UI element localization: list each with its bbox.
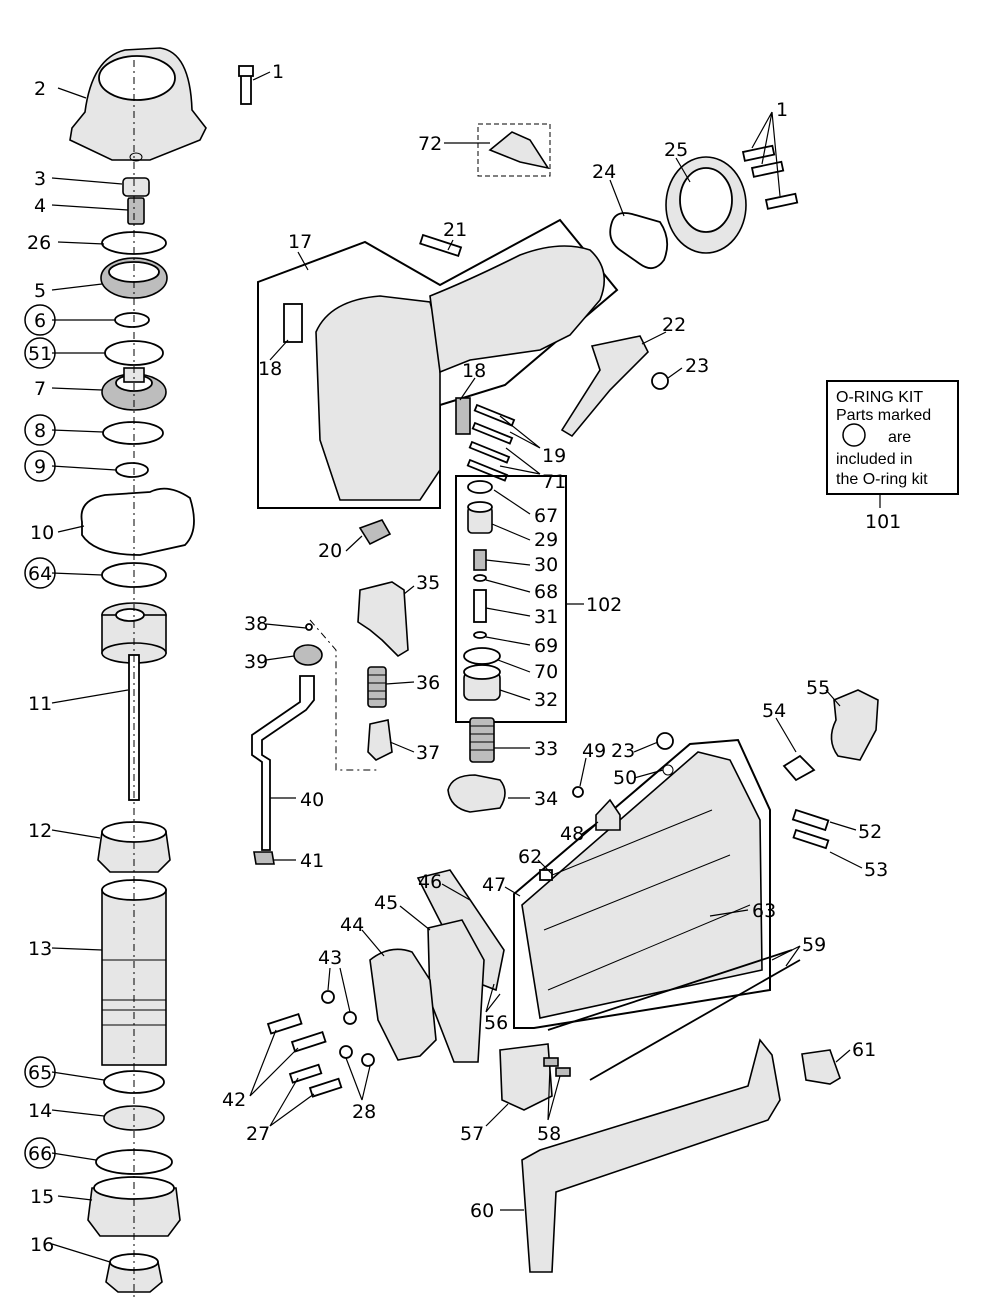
callout-numbers: 1 1 2 3 4 26 5 6 51 7 8 9 10 64 11 12 13… [27, 61, 888, 1256]
callout-11: 11 [28, 693, 52, 715]
callout-37: 37 [416, 742, 440, 764]
callout-66: 66 [28, 1143, 52, 1165]
callout-31: 31 [534, 606, 558, 628]
contact-arm-parts [251, 581, 409, 865]
callout-15: 15 [30, 1186, 54, 1208]
callout-23: 23 [685, 355, 709, 377]
magazine-parts [266, 689, 879, 1273]
callout-69: 69 [534, 635, 558, 657]
callout-46: 46 [418, 871, 442, 893]
callout-56: 56 [484, 1012, 508, 1034]
kit-line-1: O-RING KIT [836, 389, 923, 406]
kit-line-2: Parts marked [836, 407, 931, 424]
callout-17: 17 [288, 231, 312, 253]
callout-43: 43 [318, 947, 342, 969]
callout-1: 1 [272, 61, 284, 83]
callout-13: 13 [28, 938, 52, 960]
callout-41: 41 [300, 850, 324, 872]
callout-40: 40 [300, 789, 324, 811]
callout-7: 7 [34, 378, 46, 400]
callout-38: 38 [244, 613, 268, 635]
callout-16: 16 [30, 1234, 54, 1256]
housing-parts [257, 123, 799, 546]
callout-44: 44 [340, 914, 364, 936]
callout-22: 22 [662, 314, 686, 336]
callout-19: 19 [542, 445, 566, 467]
callout-29: 29 [534, 529, 558, 551]
callout-9: 9 [34, 456, 46, 478]
callout-36: 36 [416, 672, 440, 694]
callout-10: 10 [30, 522, 54, 544]
callout-57: 57 [460, 1123, 484, 1145]
callout-48: 48 [560, 823, 584, 845]
callout-14: 14 [28, 1100, 52, 1122]
kit-line-4: included in [836, 451, 913, 468]
callout-61: 61 [852, 1039, 876, 1061]
callout-102: 102 [586, 594, 622, 616]
callout-34: 34 [534, 788, 558, 810]
callout-58: 58 [537, 1123, 561, 1145]
callout-49: 49 [582, 740, 606, 762]
callout-53: 53 [864, 859, 888, 881]
callout-52: 52 [858, 821, 882, 843]
kit-line-5: the O-ring kit [836, 471, 928, 488]
callout-59: 59 [802, 934, 826, 956]
callout-27: 27 [246, 1123, 270, 1145]
callout-20: 20 [318, 540, 342, 562]
callout-26: 26 [27, 232, 51, 254]
callout-64: 64 [28, 563, 52, 585]
callout-68: 68 [534, 581, 558, 603]
leader-lines [51, 71, 863, 1263]
trigger-valve-group [447, 475, 567, 813]
callout-18: 18 [462, 360, 486, 382]
callout-71: 71 [542, 471, 566, 493]
callout-65: 65 [28, 1062, 52, 1084]
callout-55: 55 [806, 677, 830, 699]
callout-1: 1 [776, 99, 788, 121]
o-ring-markers [24, 304, 56, 1169]
callout-5: 5 [34, 280, 46, 302]
callout-33: 33 [534, 738, 558, 760]
callout-4: 4 [34, 195, 46, 217]
callout-101: 101 [865, 511, 901, 533]
callout-50: 50 [613, 767, 637, 789]
callout-3: 3 [34, 168, 46, 190]
kit-marker-circle [842, 423, 866, 447]
callout-45: 45 [374, 892, 398, 914]
callout-25: 25 [664, 139, 688, 161]
callout-18: 18 [258, 358, 282, 380]
callout-28: 28 [352, 1101, 376, 1123]
callout-42: 42 [222, 1089, 246, 1111]
callout-2: 2 [34, 78, 46, 100]
callout-8: 8 [34, 420, 46, 442]
callout-54: 54 [762, 700, 786, 722]
callout-32: 32 [534, 689, 558, 711]
callout-63: 63 [752, 900, 776, 922]
callout-51: 51 [28, 343, 52, 365]
callout-12: 12 [28, 820, 52, 842]
callout-24: 24 [592, 161, 616, 183]
callout-35: 35 [416, 572, 440, 594]
callout-47: 47 [482, 874, 506, 896]
callout-62: 62 [518, 846, 542, 868]
callout-23: 23 [611, 740, 635, 762]
left-column-parts [69, 47, 254, 1300]
callout-21: 21 [443, 219, 467, 241]
callout-6: 6 [34, 310, 46, 332]
callout-72: 72 [418, 133, 442, 155]
callout-39: 39 [244, 651, 268, 673]
callout-30: 30 [534, 554, 558, 576]
o-ring-kit-box: O-RING KIT Parts marked are included in … [826, 380, 959, 533]
callout-67: 67 [534, 505, 558, 527]
callout-60: 60 [470, 1200, 494, 1222]
kit-line-3: are [888, 429, 911, 446]
callout-70: 70 [534, 661, 558, 683]
